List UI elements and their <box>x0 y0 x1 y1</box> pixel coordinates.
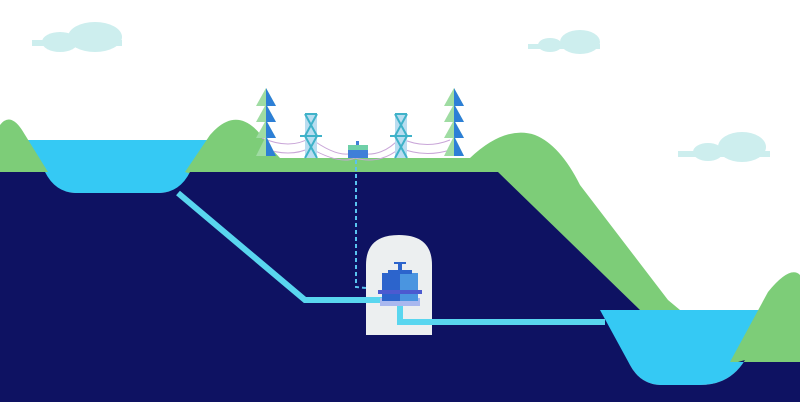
cloud-icon <box>32 22 122 52</box>
turbine-icon <box>378 262 422 306</box>
transformer-icon <box>348 141 368 158</box>
power-cable <box>355 160 376 290</box>
lower-reservoir <box>595 310 770 385</box>
pine-tree-icon <box>444 88 464 156</box>
pine-tree-icon <box>256 88 276 156</box>
cloud-icon <box>528 30 600 54</box>
transmission-tower-icon <box>390 113 412 159</box>
upper-reservoir <box>22 140 215 193</box>
cloud-icon <box>678 132 770 162</box>
transmission-tower-icon <box>300 113 322 159</box>
